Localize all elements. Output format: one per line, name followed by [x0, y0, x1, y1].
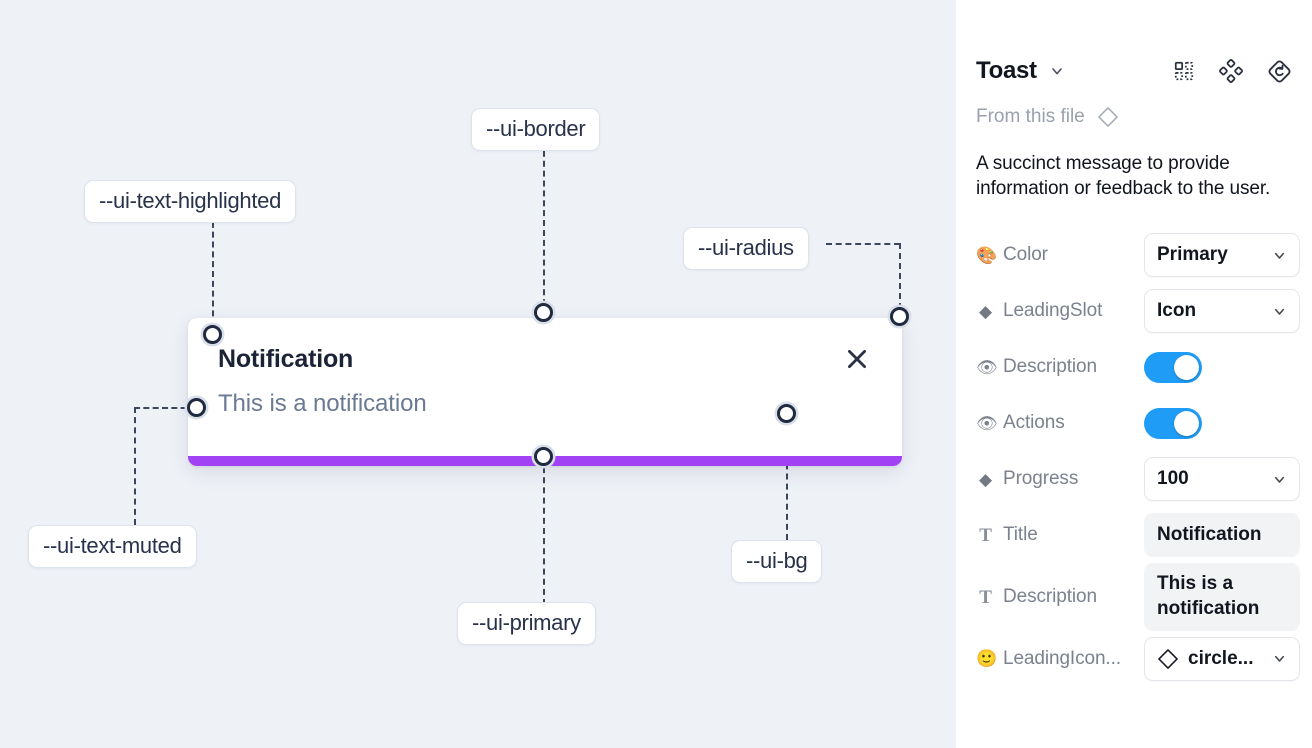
diamond-icon: ◆: [979, 469, 992, 489]
palette-emoji: 🎨: [976, 245, 998, 265]
property-label-leadingslot: ◆ LeadingSlot: [976, 300, 1144, 322]
token-chip-ui-text-highlighted[interactable]: --ui-text-highlighted: [84, 180, 297, 224]
toast-body: Notification This is a notification: [188, 318, 902, 466]
actions-toggle[interactable]: [1144, 407, 1202, 439]
component-set-icon[interactable]: [1219, 59, 1243, 83]
from-this-file-row: From this file: [976, 106, 1292, 128]
connector-ui-border: [543, 141, 545, 315]
diamond-icon: [1097, 106, 1119, 128]
property-row-title: T Title Notification: [976, 507, 1300, 563]
handle-ui-border[interactable]: [534, 303, 553, 322]
property-label-leadingicon: 🙂 LeadingIcon...: [976, 648, 1144, 670]
leadingicon-select-value: circle...: [1188, 647, 1254, 669]
chevron-down-icon: [1272, 304, 1287, 319]
handle-ui-text-muted[interactable]: [187, 398, 206, 417]
property-row-progress: ◆ Progress 100: [976, 451, 1300, 507]
token-chip-ui-bg[interactable]: --ui-bg: [731, 540, 823, 584]
toast-component[interactable]: Notification This is a notification: [188, 318, 902, 466]
property-name: Color: [1003, 244, 1048, 266]
handle-ui-text-highlighted[interactable]: [203, 325, 222, 344]
chevron-down-icon: [1272, 651, 1287, 666]
property-control: 100: [1144, 457, 1300, 502]
connector-ui-text-highlighted: [212, 212, 214, 336]
progress-select[interactable]: 100: [1144, 457, 1300, 502]
connector-ui-bg: [786, 413, 788, 540]
eye-emoji: 👁: [976, 413, 998, 433]
connector-ui-radius-v: [899, 243, 901, 319]
description-input[interactable]: This is a notification: [1144, 563, 1300, 631]
token-chip-ui-text-muted[interactable]: --ui-text-muted: [28, 525, 197, 569]
diamond-icon: ◆: [979, 301, 992, 321]
page-title: Toast: [976, 57, 1037, 84]
smiley-emoji: 🙂: [976, 649, 998, 669]
property-label-description-text: T Description: [976, 586, 1144, 608]
property-name: Description: [1003, 356, 1097, 378]
text-type-icon: T: [979, 524, 992, 546]
property-list: 🎨 Color Primary: [976, 227, 1300, 687]
property-control: Primary: [1144, 233, 1300, 278]
progress-select-value: 100: [1157, 468, 1189, 490]
color-select[interactable]: Primary: [1144, 233, 1300, 278]
property-name: LeadingSlot: [1003, 300, 1103, 322]
handle-ui-primary[interactable]: [534, 447, 553, 466]
toggle-knob: [1174, 354, 1199, 380]
design-canvas[interactable]: Notification This is a notification --ui…: [0, 0, 956, 748]
chevron-down-icon: [1272, 248, 1287, 263]
chevron-down-icon[interactable]: [1049, 63, 1065, 79]
handle-ui-bg[interactable]: [777, 404, 796, 423]
reset-instance-icon[interactable]: [1267, 59, 1292, 84]
diamond-icon: [1157, 648, 1179, 670]
toast-title: Notification: [218, 345, 354, 373]
property-label-progress: ◆ Progress: [976, 468, 1144, 490]
close-icon[interactable]: [842, 344, 872, 374]
leadingicon-select[interactable]: circle...: [1144, 636, 1300, 681]
property-label-description: 👁 Description: [976, 356, 1144, 378]
title-input[interactable]: Notification: [1144, 513, 1300, 558]
property-name: Progress: [1003, 468, 1079, 490]
description-toggle[interactable]: [1144, 351, 1202, 383]
token-chip-ui-primary[interactable]: --ui-primary: [457, 602, 596, 646]
component-icon[interactable]: [1173, 60, 1195, 82]
property-control: circle...: [1144, 636, 1300, 681]
property-row-color: 🎨 Color Primary: [976, 227, 1300, 283]
component-description: A succinct message to provide informatio…: [976, 153, 1271, 199]
property-control: Notification: [1144, 513, 1300, 558]
connector-ui-text-muted-h: [134, 407, 196, 409]
token-chip-ui-border[interactable]: --ui-border: [471, 108, 601, 152]
chevron-down-icon: [1272, 472, 1287, 487]
connector-ui-primary: [543, 457, 545, 605]
color-select-value: Primary: [1157, 244, 1228, 266]
text-type-icon: T: [979, 586, 992, 608]
property-name: Description: [1003, 586, 1097, 608]
property-label-actions: 👁 Actions: [976, 412, 1144, 434]
property-row-actions-toggle: 👁 Actions: [976, 395, 1292, 451]
eye-emoji: 👁: [976, 357, 998, 377]
leadingslot-select-value: Icon: [1157, 300, 1197, 322]
token-chip-ui-radius[interactable]: --ui-radius: [683, 227, 809, 271]
property-name: Title: [1003, 524, 1038, 546]
property-row-description-text: T Description This is a notification: [976, 563, 1300, 631]
property-name: LeadingIcon...: [1003, 647, 1121, 669]
property-control: This is a notification: [1144, 563, 1300, 631]
property-name: Actions: [1003, 412, 1065, 434]
property-control: [1144, 407, 1300, 439]
from-this-file-label: From this file: [976, 106, 1085, 127]
property-label-title: T Title: [976, 524, 1144, 546]
property-label-color: 🎨 Color: [976, 244, 1144, 266]
property-control: Icon: [1144, 289, 1300, 334]
property-row-description-toggle: 👁 Description: [976, 339, 1292, 395]
panel-header: Toast: [976, 42, 1292, 100]
toggle-knob: [1174, 410, 1199, 436]
property-control: [1144, 351, 1300, 383]
leadingslot-select[interactable]: Icon: [1144, 289, 1300, 334]
property-row-leadingslot: ◆ LeadingSlot Icon: [976, 283, 1300, 339]
connector-ui-text-muted-v: [134, 407, 136, 525]
header-icon-group: [1173, 59, 1292, 84]
handle-ui-radius[interactable]: [890, 307, 909, 326]
property-row-leadingicon: 🙂 LeadingIcon... circle...: [976, 631, 1300, 687]
toast-description: This is a notification: [218, 389, 427, 417]
properties-panel: Toast: [956, 0, 1312, 748]
connector-ui-radius-h: [826, 243, 900, 245]
